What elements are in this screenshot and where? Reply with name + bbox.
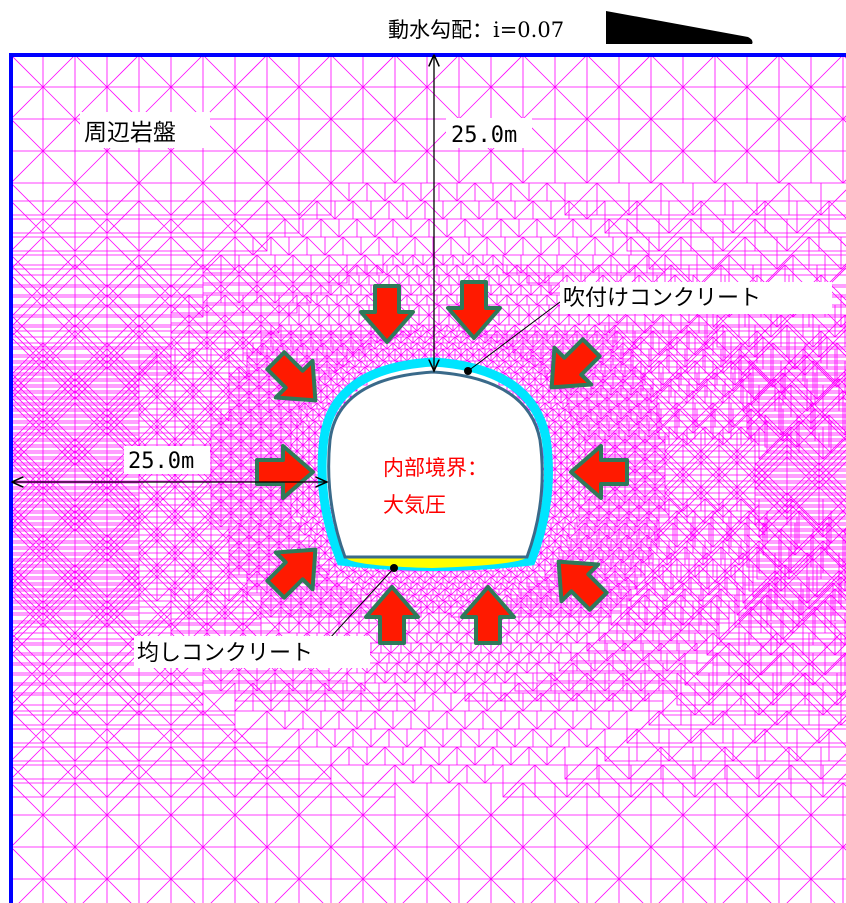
labels: 周辺岩盤 25.0m 25.0m 吹付けコンクリート 均しコンクリート 内部境界… bbox=[80, 112, 832, 668]
pressure-arrow-icon bbox=[569, 444, 629, 500]
leveling-concrete-layer bbox=[345, 557, 527, 568]
leveling-label-bg bbox=[134, 636, 370, 668]
pressure-arrow-icon bbox=[265, 350, 318, 403]
dimension-lines bbox=[13, 56, 561, 639]
gradient-header: 動水勾配：i=0.07 bbox=[388, 11, 753, 44]
pressure-arrow-icon bbox=[265, 547, 318, 600]
rock-label-bg bbox=[80, 112, 210, 148]
pressure-arrow-icon bbox=[364, 585, 420, 645]
leveling-concrete-label: 均しコンクリート bbox=[137, 641, 313, 666]
pressure-arrow-icon bbox=[549, 337, 602, 390]
inner-boundary-label-line2: 大気圧 bbox=[383, 493, 446, 517]
shotcrete-label: 吹付けコンクリート bbox=[563, 286, 761, 311]
shotcrete-label-bg bbox=[560, 282, 832, 314]
pressure-arrow-icon bbox=[255, 444, 315, 500]
width-label-bg bbox=[124, 446, 210, 474]
hydraulic-gradient-label: 動水勾配：i=0.07 bbox=[388, 18, 564, 42]
pressure-arrow-icon bbox=[556, 559, 609, 612]
wedge-triangle-icon bbox=[606, 11, 753, 44]
pressure-arrow-icon bbox=[446, 280, 502, 340]
surrounding-rock-label: 周辺岩盤 bbox=[84, 120, 176, 146]
shotcrete-leader-line bbox=[467, 301, 561, 372]
pressure-arrow-icon bbox=[359, 284, 415, 344]
leveling-leader-dot bbox=[390, 564, 398, 572]
inner-boundary-label-line1: 内部境界： bbox=[383, 456, 488, 480]
depth-label-bg bbox=[446, 118, 532, 148]
pressure-arrows bbox=[255, 280, 629, 645]
pressure-arrow-icon bbox=[460, 585, 516, 645]
model-domain bbox=[9, 53, 846, 903]
shotcrete-leader-dot bbox=[464, 367, 472, 375]
width-dimension-label: 25.0m bbox=[128, 449, 194, 474]
depth-dimension-label: 25.0m bbox=[451, 123, 517, 148]
leveling-leader-line bbox=[329, 567, 395, 639]
